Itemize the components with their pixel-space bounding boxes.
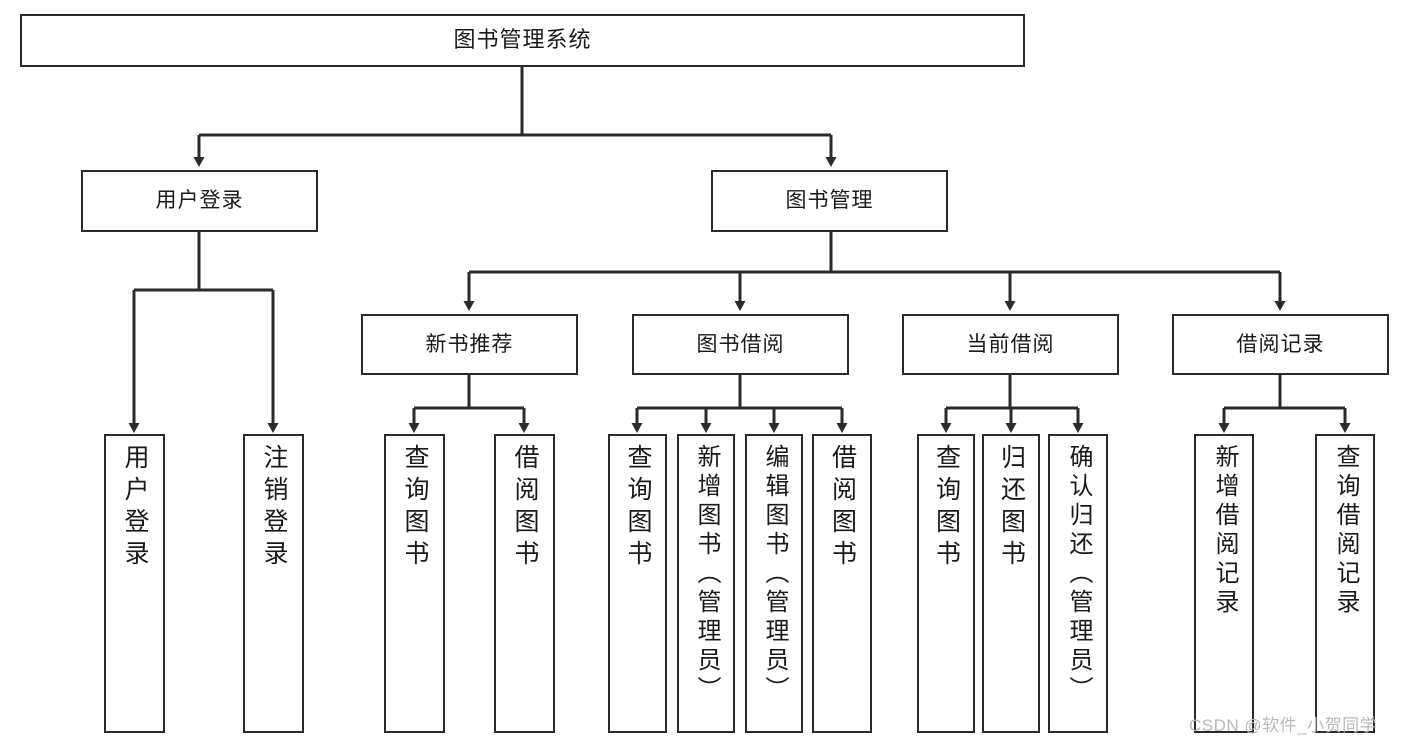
leaf-current-borrow-query-label: 查询图书 [932, 444, 961, 572]
node-user-login-label: 用户登录 [155, 189, 244, 213]
leaf-book-borrow-borrow[interactable]: 借阅图书 [812, 434, 872, 733]
leaf-book-borrow-add[interactable]: 新增图书（管理员） [677, 434, 735, 733]
leaf-current-borrow-confirm-label: 确认归还（管理员） [1065, 444, 1092, 705]
leaf-new-book-borrow-label: 借阅图书 [511, 444, 539, 572]
node-book-borrow-label: 图书借阅 [696, 332, 785, 356]
leaf-current-borrow-return-label: 归还图书 [997, 444, 1026, 572]
leaf-book-borrow-edit[interactable]: 编辑图书（管理员） [745, 434, 803, 733]
leaf-borrow-record-add-label: 新增借阅记录 [1211, 444, 1238, 618]
leaf-user-login-logout[interactable]: 注销登录 [243, 434, 304, 733]
leaf-borrow-record-query[interactable]: 查询借阅记录 [1315, 434, 1375, 733]
leaf-new-book-query[interactable]: 查询图书 [384, 434, 445, 733]
leaf-book-borrow-borrow-label: 借阅图书 [828, 444, 857, 572]
leaf-current-borrow-confirm[interactable]: 确认归还（管理员） [1048, 434, 1108, 733]
leaf-borrow-record-add[interactable]: 新增借阅记录 [1194, 434, 1254, 733]
node-book-borrow[interactable]: 图书借阅 [632, 314, 849, 375]
leaf-current-borrow-return[interactable]: 归还图书 [982, 434, 1040, 733]
leaf-book-borrow-query-label: 查询图书 [624, 444, 652, 572]
node-borrow-record-label: 借阅记录 [1236, 332, 1325, 356]
node-book-management[interactable]: 图书管理 [711, 170, 948, 232]
leaf-book-borrow-edit-label: 编辑图书（管理员） [761, 444, 788, 705]
node-new-book-recommend-label: 新书推荐 [425, 332, 514, 356]
node-current-borrow[interactable]: 当前借阅 [902, 314, 1119, 375]
node-borrow-record[interactable]: 借阅记录 [1172, 314, 1389, 375]
node-current-borrow-label: 当前借阅 [966, 332, 1055, 356]
leaf-book-borrow-add-label: 新增图书（管理员） [693, 444, 720, 705]
leaf-book-borrow-query[interactable]: 查询图书 [608, 434, 667, 733]
node-root[interactable]: 图书管理系统 [20, 14, 1025, 67]
leaf-user-login-login[interactable]: 用户登录 [104, 434, 165, 733]
leaf-current-borrow-query[interactable]: 查询图书 [917, 434, 975, 733]
node-user-login[interactable]: 用户登录 [81, 170, 318, 232]
leaf-user-login-login-label: 用户登录 [121, 444, 149, 572]
leaf-borrow-record-query-label: 查询借阅记录 [1332, 444, 1359, 618]
leaf-user-login-logout-label: 注销登录 [260, 444, 288, 572]
node-book-management-label: 图书管理 [785, 189, 874, 213]
leaf-new-book-borrow[interactable]: 借阅图书 [494, 434, 555, 733]
node-new-book-recommend[interactable]: 新书推荐 [361, 314, 578, 375]
leaf-new-book-query-label: 查询图书 [401, 444, 429, 572]
node-root-label: 图书管理系统 [453, 27, 592, 53]
